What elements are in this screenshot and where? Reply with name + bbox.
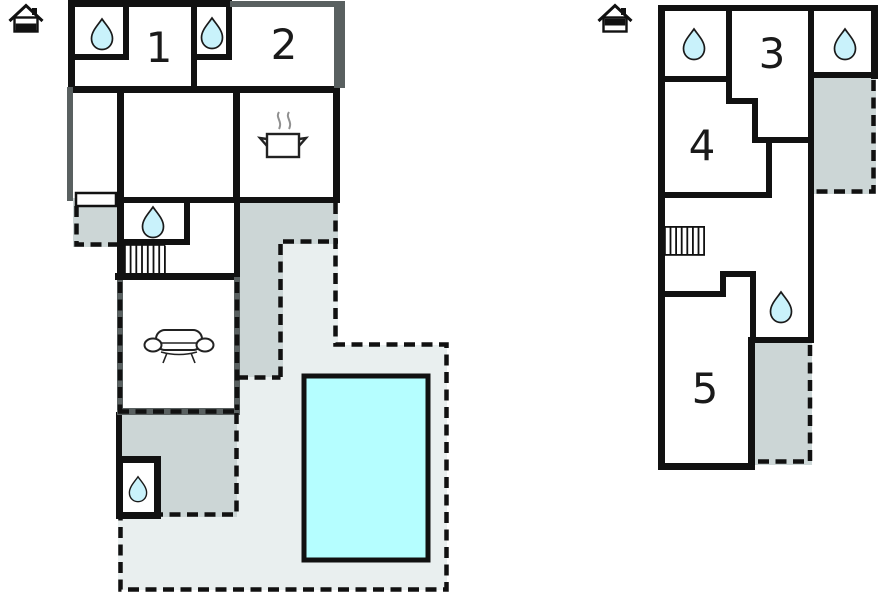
window [74,191,118,208]
water-drop-icon [200,17,224,50]
room-label-2: 2 [271,20,298,69]
water-drop-icon [833,28,857,61]
room-label-5: 5 [692,364,719,413]
water-drop-icon [141,206,165,239]
sofa-icon [143,329,215,364]
house-upper-floor-icon [597,3,633,33]
water-drop-icon [769,291,793,324]
water-drop-icon [682,28,706,61]
room-label-3: 3 [759,29,786,78]
room-label-1: 1 [146,23,173,72]
walls-black [658,5,878,470]
balcony-upper [812,76,876,194]
balcony-dashed-boundaries [756,80,876,464]
house-ground-floor-icon [8,3,44,33]
covered-terrace [237,200,338,377]
terrace-dashed-boundaries [74,203,449,592]
walls-black [68,0,340,460]
stairs-icon [664,226,705,256]
swimming-pool [301,373,431,563]
stairs-icon [117,244,166,274]
balcony-lower [755,341,812,465]
ground-floor-plan: 1 2 [8,0,449,592]
kitchen-pot-icon [256,111,310,159]
upper-floor-plan: 3 4 5 [597,3,878,470]
room-label-4: 4 [689,121,716,170]
water-drop-icon [90,18,114,51]
